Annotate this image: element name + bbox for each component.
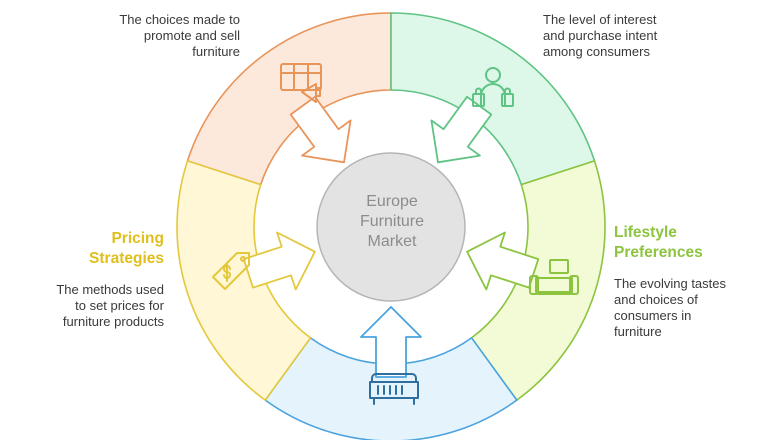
lifestyle-description: The evolving tastes and choices of consu… <box>614 276 764 340</box>
sofa-icon <box>529 259 579 295</box>
pricing-title-line: Pricing <box>111 230 164 247</box>
pricing-description: The methods used to set prices for furni… <box>30 282 164 330</box>
arrow-promotion <box>289 95 352 164</box>
shopper-with-bags-icon <box>472 67 514 107</box>
lifestyle-description-line: and choices of <box>614 292 698 307</box>
lifestyle-description-line: furniture <box>614 324 662 339</box>
center-line-1: Europe <box>366 193 418 210</box>
arrow-pricing <box>242 231 316 291</box>
center-label: Europe Furniture Market <box>318 192 466 252</box>
dresser-icon <box>369 373 419 405</box>
lifestyle-title-line: Preferences <box>614 244 703 261</box>
pricing-description-line: furniture products <box>62 314 164 329</box>
promotion-description-line: The choices made to <box>119 12 240 27</box>
consumer-interest-description-line: and purchase intent <box>543 28 658 43</box>
lifestyle-title-line: Lifestyle <box>614 224 677 241</box>
pricing-title: Pricing Strategies <box>30 229 164 269</box>
lifestyle-description-line: consumers in <box>614 308 692 323</box>
consumer-interest-description: The level of interest and purchase inten… <box>543 12 683 60</box>
inward-arrows <box>242 95 540 378</box>
promotion-description: The choices made to promote and sell fur… <box>118 12 240 60</box>
segment-consumer-interest <box>390 12 596 186</box>
lifestyle-title: Lifestyle Preferences <box>614 223 764 263</box>
pricing-description-line: to set prices for <box>75 298 164 313</box>
center-line-3: Market <box>367 233 417 250</box>
pricing-description-line: The methods used <box>56 282 164 297</box>
arrow-lifestyle <box>466 231 540 291</box>
billboard-megaphone-icon <box>280 63 322 103</box>
center-line-2: Furniture <box>359 213 425 230</box>
pricing-title-line: Strategies <box>89 250 164 267</box>
segment-pricing <box>176 159 312 402</box>
price-tag-icon <box>212 252 250 290</box>
consumer-interest-description-line: The level of interest <box>543 12 657 27</box>
arrow-bottom <box>360 306 422 378</box>
arrow-consumer-interest <box>430 95 493 164</box>
center-circle <box>316 152 466 302</box>
consumer-interest-description-line: among consumers <box>543 44 650 59</box>
promotion-description-line: furniture <box>192 44 240 59</box>
segment-promotion <box>186 12 392 186</box>
promotion-description-line: promote and sell <box>143 28 240 43</box>
lifestyle-description-line: The evolving tastes <box>614 276 727 291</box>
